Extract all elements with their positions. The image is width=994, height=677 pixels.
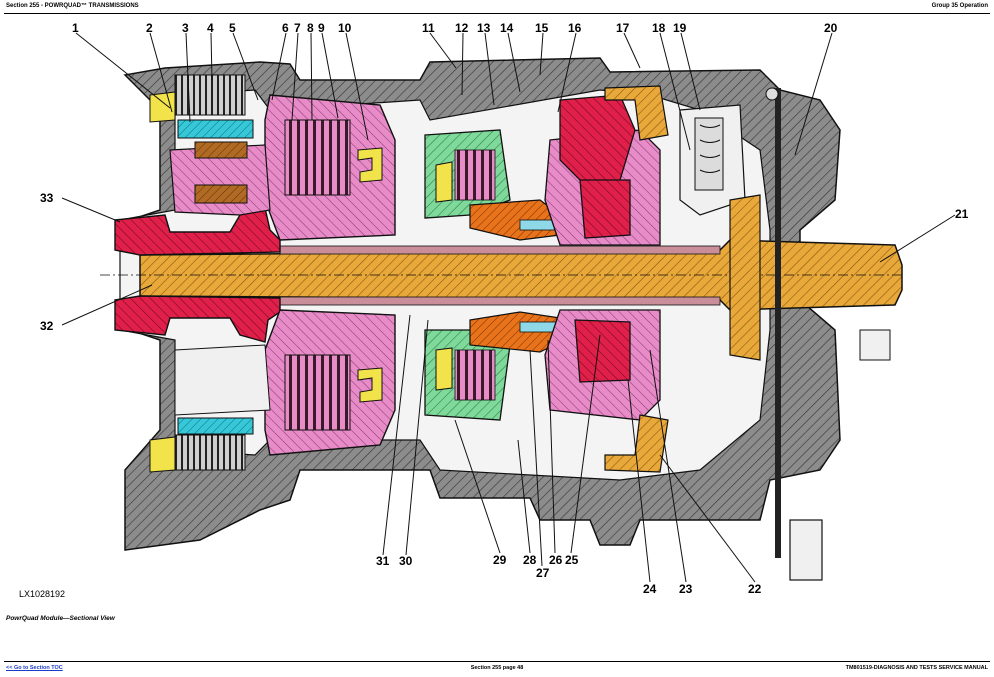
callout-4: 4 bbox=[207, 21, 214, 35]
callout-17: 17 bbox=[616, 21, 630, 35]
callout-16: 16 bbox=[568, 21, 582, 35]
callout-26: 26 bbox=[549, 553, 563, 567]
callout-1: 1 bbox=[72, 21, 79, 35]
planetary-right bbox=[544, 85, 669, 473]
callout-21: 21 bbox=[955, 207, 969, 221]
callout-13: 13 bbox=[477, 21, 491, 35]
header-rule bbox=[4, 13, 990, 14]
callout-25: 25 bbox=[565, 553, 579, 567]
go-to-section-toc-link[interactable]: << Go to Section TOC bbox=[6, 665, 63, 671]
input-coupler bbox=[114, 207, 281, 343]
main-shaft bbox=[100, 239, 905, 311]
callout-24: 24 bbox=[643, 582, 657, 596]
callout-29: 29 bbox=[493, 553, 507, 567]
figure-caption: PowrQuad Module—Sectional View bbox=[6, 615, 115, 622]
leader-lines bbox=[61, 32, 956, 583]
callout-30: 30 bbox=[399, 554, 413, 568]
callout-2: 2 bbox=[146, 21, 153, 35]
callout-3: 3 bbox=[182, 21, 189, 35]
callout-14: 14 bbox=[500, 21, 514, 35]
callout-12: 12 bbox=[455, 21, 469, 35]
planetary-left bbox=[149, 74, 271, 473]
figure-id: LX1028192 bbox=[19, 589, 66, 599]
callout-18: 18 bbox=[652, 21, 666, 35]
clutch-pack-left bbox=[264, 94, 396, 456]
footer-rule bbox=[4, 661, 990, 662]
clutch-pack-middle bbox=[424, 129, 511, 421]
callout-20: 20 bbox=[824, 21, 838, 35]
callout-5: 5 bbox=[229, 21, 236, 35]
callout-32: 32 bbox=[40, 319, 54, 333]
callout-7: 7 bbox=[294, 21, 301, 35]
page-number: Section 255 page 48 bbox=[470, 665, 524, 671]
callout-22: 22 bbox=[748, 582, 762, 596]
manual-title: TM801519-DIAGNOSIS AND TESTS SERVICE MAN… bbox=[845, 665, 988, 671]
callout-27: 27 bbox=[536, 566, 550, 580]
callout-31: 31 bbox=[376, 554, 390, 568]
callout-9: 9 bbox=[318, 21, 325, 35]
callout-23: 23 bbox=[679, 582, 693, 596]
header-section-title: Section 255 - POWRQUAD™ TRANSMISSIONS bbox=[6, 3, 139, 9]
callout-labels: 1 2 3 4 5 6 7 8 9 10 11 12 13 14 15 16 1… bbox=[40, 21, 969, 596]
callout-6: 6 bbox=[282, 21, 289, 35]
callout-28: 28 bbox=[523, 553, 537, 567]
header-group-title: Group 35 Operation bbox=[931, 3, 988, 9]
output-housing bbox=[679, 87, 891, 581]
callout-19: 19 bbox=[673, 21, 687, 35]
callout-8: 8 bbox=[307, 21, 314, 35]
callout-33: 33 bbox=[40, 191, 54, 205]
callout-11: 11 bbox=[422, 21, 435, 35]
callout-15: 15 bbox=[535, 21, 549, 35]
callout-10: 10 bbox=[338, 21, 352, 35]
